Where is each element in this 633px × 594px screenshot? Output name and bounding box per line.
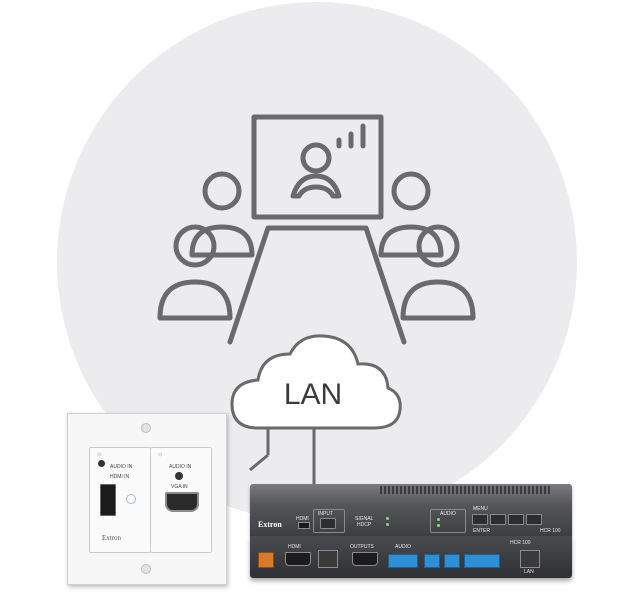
outputs-label: OUTPUTS <box>350 544 374 550</box>
vga-in-label: VGA IN <box>171 484 188 490</box>
audio-led-icon <box>437 524 440 527</box>
hdmi-label: HDMI <box>296 516 309 522</box>
hdmi-output-port-icon <box>285 552 311 566</box>
audio-in-label: AUDIO IN <box>169 464 192 470</box>
hdmi-port-icon <box>100 484 116 516</box>
wallplate-brand: Extron <box>102 534 122 542</box>
terminal-block-icon <box>464 554 500 568</box>
screw-icon <box>141 564 151 574</box>
signal-label: SIGNAL <box>355 516 374 522</box>
rear-audio-label: AUDIO <box>395 544 411 550</box>
audio-in-label: AUDIO IN <box>110 464 133 470</box>
input-label: INPUT <box>318 511 333 517</box>
person-icon <box>391 171 431 211</box>
audio-label: AUDIO <box>440 511 456 517</box>
person-icon <box>416 224 460 268</box>
wallplate-transmitter: ☼ AUDIO IN HDMI IN Extron ☼ AUDIO IN VGA… <box>67 413 227 585</box>
rear-hdmi-label: HDMI <box>288 544 301 550</box>
display-screen-icon <box>251 114 384 220</box>
remote-person-icon <box>300 142 332 174</box>
wallplate-left-panel: ☼ AUDIO IN HDMI IN Extron <box>89 447 151 553</box>
signal-led-icon <box>386 517 389 520</box>
person-icon <box>202 171 242 211</box>
input-button[interactable] <box>320 518 336 529</box>
hdmi-output-port-icon <box>352 552 378 566</box>
model-label: HCR 100 <box>540 528 561 534</box>
indicator-icon: ☼ <box>157 451 164 458</box>
audio-terminal-icon <box>388 554 418 568</box>
enter-label: ENTER <box>473 528 490 534</box>
table-icon <box>227 225 407 345</box>
audio-jack-icon <box>98 460 105 467</box>
lan-port-icon <box>520 550 540 568</box>
vga-port-icon <box>165 492 199 512</box>
right-arrow-button[interactable] <box>526 514 542 525</box>
vent-grille <box>380 486 550 494</box>
hdcp-led-icon <box>386 523 389 526</box>
terminal-block-icon <box>444 554 460 568</box>
screw-icon <box>141 423 151 433</box>
audio-led-icon <box>437 518 440 521</box>
ethernet-port-icon <box>318 550 338 568</box>
wallplate-right-panel: ☼ AUDIO IN VGA IN <box>150 447 212 553</box>
cloud-icon <box>230 334 402 430</box>
indicator-icon: ☼ <box>96 451 103 458</box>
menu-label: MENU <box>473 506 488 512</box>
power-connector-icon <box>258 552 274 568</box>
terminal-block-icon <box>424 554 440 568</box>
menu-button[interactable] <box>472 514 488 525</box>
usb-port-icon <box>298 522 310 529</box>
input-group <box>313 509 345 533</box>
hdcp-label: HDCP <box>357 522 372 528</box>
unit-brand: Extron <box>258 520 282 529</box>
left-arrow-button[interactable] <box>490 514 506 525</box>
lan-port-label: LAN <box>524 569 534 575</box>
audio-jack-icon <box>175 472 183 480</box>
audio-group <box>430 509 466 533</box>
hdmi-in-label: HDMI IN <box>110 474 130 480</box>
person-icon <box>173 224 217 268</box>
gear-icon <box>126 494 136 504</box>
lan-label: LAN <box>283 378 343 411</box>
rear-model-label: HCR 100 <box>510 540 531 546</box>
down-arrow-button[interactable] <box>508 514 524 525</box>
